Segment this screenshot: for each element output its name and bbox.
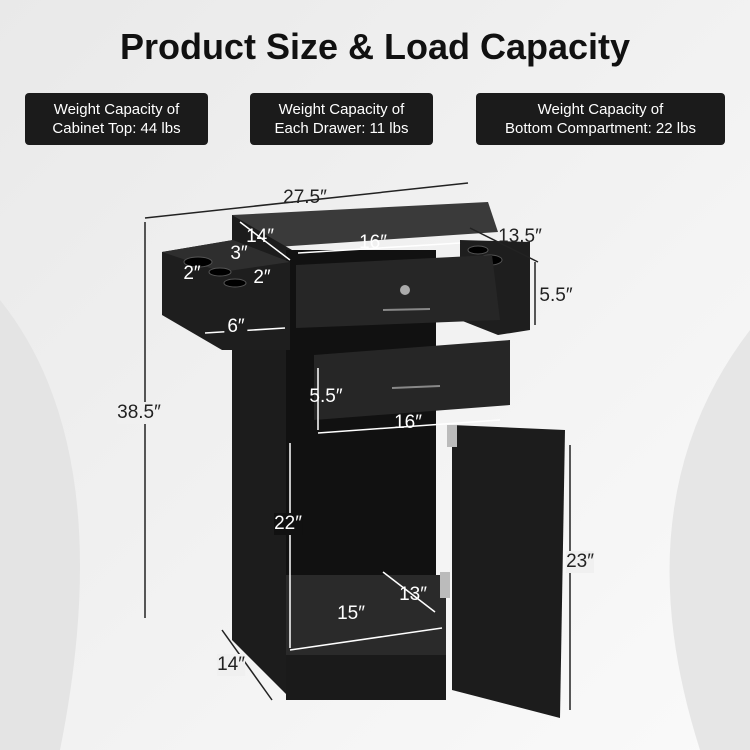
dim-side-height: 5.5″ [539, 285, 573, 306]
dim-base-depth: 14″ [217, 654, 245, 676]
page-title: Product Size & Load Capacity [119, 26, 631, 67]
dim-side-depth: 13.5″ [498, 226, 542, 247]
dim-total-height: 38.5″ [117, 402, 161, 424]
dim-hole-small-left: 2″ [183, 263, 201, 284]
dim-hole-small-right: 2″ [253, 267, 271, 288]
dim-shelf-depth: 13″ [399, 584, 427, 605]
dim-side-width: 6″ [224, 316, 248, 338]
dim-drawer-width: 16″ [394, 412, 422, 433]
dim-hole-large: 3″ [230, 243, 248, 264]
dim-total-width: 27.5″ [283, 187, 327, 208]
dim-compartment-height: 22″ [274, 513, 302, 535]
dim-drawer-height: 5.5″ [309, 386, 343, 407]
dim-top-width: 16″ [359, 232, 387, 253]
dim-top-depth: 14″ [246, 226, 274, 247]
dim-compartment-width: 15″ [337, 603, 365, 625]
dim-door-height: 23″ [566, 551, 594, 573]
